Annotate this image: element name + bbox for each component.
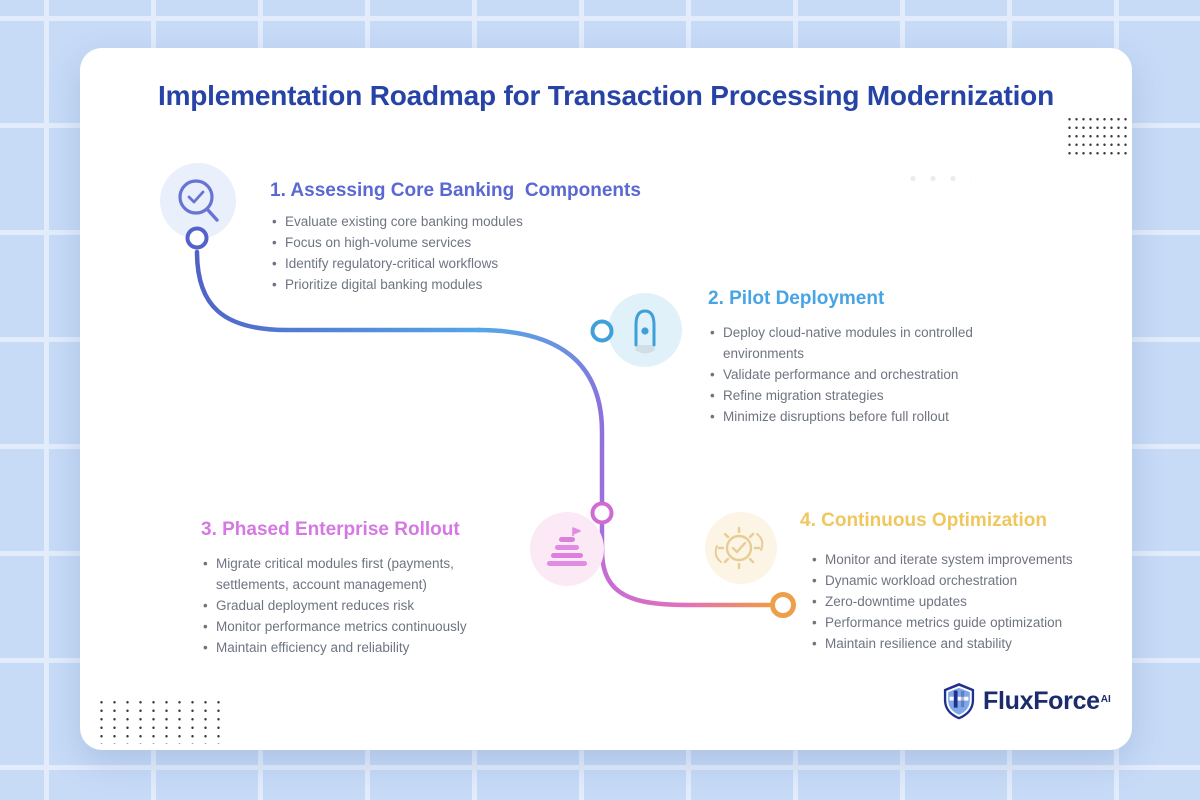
rocket-icon: [608, 293, 682, 367]
roadmap-path-layer: [160, 163, 796, 618]
infographic-card: Implementation Roadmap for Transaction P…: [80, 48, 1132, 750]
bullet-item: Gradual deployment reduces risk: [201, 595, 501, 616]
milestone-node-4: [770, 592, 796, 618]
gear-check-icon: [705, 512, 777, 584]
dot-grid-decoration-bottom-left: [95, 698, 225, 744]
step-1-heading: 1. Assessing Core Banking Components: [270, 180, 641, 201]
brand-superscript: AI: [1100, 694, 1111, 706]
dot-grid-decoration-top-right: [1066, 115, 1130, 157]
step-4-bullets: Monitor and iterate system improvements …: [810, 549, 1145, 654]
bullet-item: Identify regulatory-critical workflows: [270, 253, 650, 274]
milestone-node-2: [590, 319, 614, 343]
step-1-bullets: Evaluate existing core banking modules F…: [270, 211, 650, 295]
step-3-block: 3. Phased Enterprise Rollout Migrate cri…: [201, 519, 501, 658]
bullet-item: Maintain efficiency and reliability: [201, 637, 501, 658]
layered-steps-icon: [530, 512, 604, 586]
step-4-heading: 4. Continuous Optimization: [800, 510, 1047, 531]
step-3-bullets: Migrate critical modules first (payments…: [201, 553, 501, 658]
page-title: Implementation Roadmap for Transaction P…: [158, 80, 1054, 111]
bullet-item: Evaluate existing core banking modules: [270, 211, 650, 232]
bullet-item: Validate performance and orchestration: [708, 364, 1028, 385]
bullet-item: Migrate critical modules first (payments…: [201, 553, 501, 595]
step-2-heading: 2. Pilot Deployment: [708, 288, 885, 309]
shield-logo-icon: [943, 683, 975, 720]
bullet-item: Minimize disruptions before full rollout: [708, 406, 1028, 427]
brand-logo: FluxForceAI: [942, 682, 1111, 720]
dot-grid-decoration-faint: [903, 165, 971, 201]
bullet-item: Maintain resilience and stability: [810, 633, 1145, 654]
bullet-item: Deploy cloud-native modules in controlle…: [708, 322, 1028, 364]
bullet-item: Monitor performance metrics continuously: [201, 616, 501, 637]
bullet-item: Refine migration strategies: [708, 385, 1028, 406]
step-2-bullets: Deploy cloud-native modules in controlle…: [708, 322, 1028, 427]
bullet-item: Monitor and iterate system improvements: [810, 549, 1145, 570]
bullet-item: Dynamic workload orchestration: [810, 570, 1145, 591]
magnifier-check-icon: [160, 163, 236, 239]
milestone-node-3: [590, 501, 614, 525]
milestone-node-1: [185, 226, 209, 250]
brand-name: FluxForce: [983, 686, 1100, 715]
bullet-item: Performance metrics guide optimization: [810, 612, 1145, 633]
roadmap-connector-path: [194, 249, 772, 608]
step-2-block: 2. Pilot Deployment Deploy cloud-native …: [708, 288, 1028, 427]
bullet-item: Prioritize digital banking modules: [270, 274, 650, 295]
bullet-item: Zero-downtime updates: [810, 591, 1145, 612]
step-4-block: 4. Continuous Optimization Monitor and i…: [800, 510, 1145, 654]
bullet-item: Focus on high-volume services: [270, 232, 650, 253]
step-3-heading: 3. Phased Enterprise Rollout: [201, 519, 460, 540]
step-1-block: 1. Assessing Core Banking Components Eva…: [270, 180, 650, 295]
